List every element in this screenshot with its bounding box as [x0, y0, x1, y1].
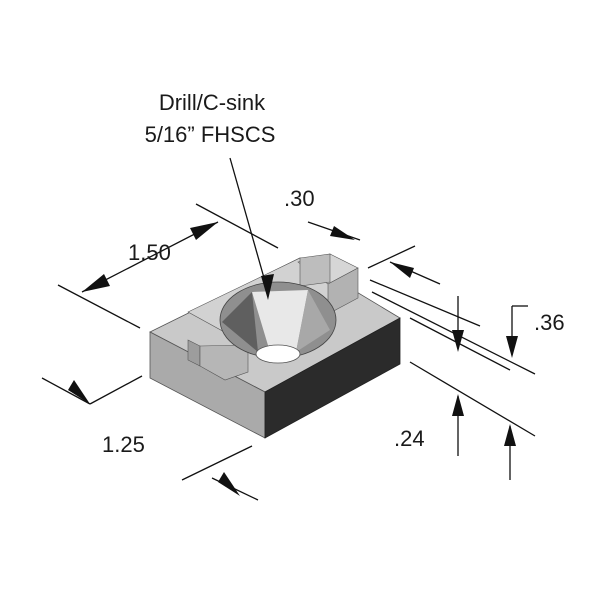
- callout-line-2: 5/16” FHSCS: [145, 122, 276, 147]
- dim-slot-depth-label: .36: [534, 310, 565, 335]
- countersink-cone-mid: [296, 290, 330, 352]
- dim-width-label: 1.25: [102, 432, 145, 457]
- countersink-cone-light: [252, 290, 308, 352]
- dim-slot-width-label: .30: [284, 186, 315, 211]
- through-hole: [255, 344, 301, 364]
- countersink-cone-dark: [222, 292, 258, 352]
- countersink-hole: [219, 281, 337, 364]
- part-body: [149, 253, 401, 439]
- dimension-lines: [41, 203, 536, 501]
- callout-leader: [229, 157, 274, 300]
- dim-length-label: 1.50: [128, 240, 171, 265]
- callout-line-1: Drill/C-sink: [159, 90, 266, 115]
- right-face: [264, 317, 401, 439]
- labels: Drill/C-sink 5/16” FHSCS 1.50 .30 .36 1.…: [102, 90, 565, 457]
- slot-wall: [299, 253, 331, 287]
- dim-height-label: .24: [394, 426, 425, 451]
